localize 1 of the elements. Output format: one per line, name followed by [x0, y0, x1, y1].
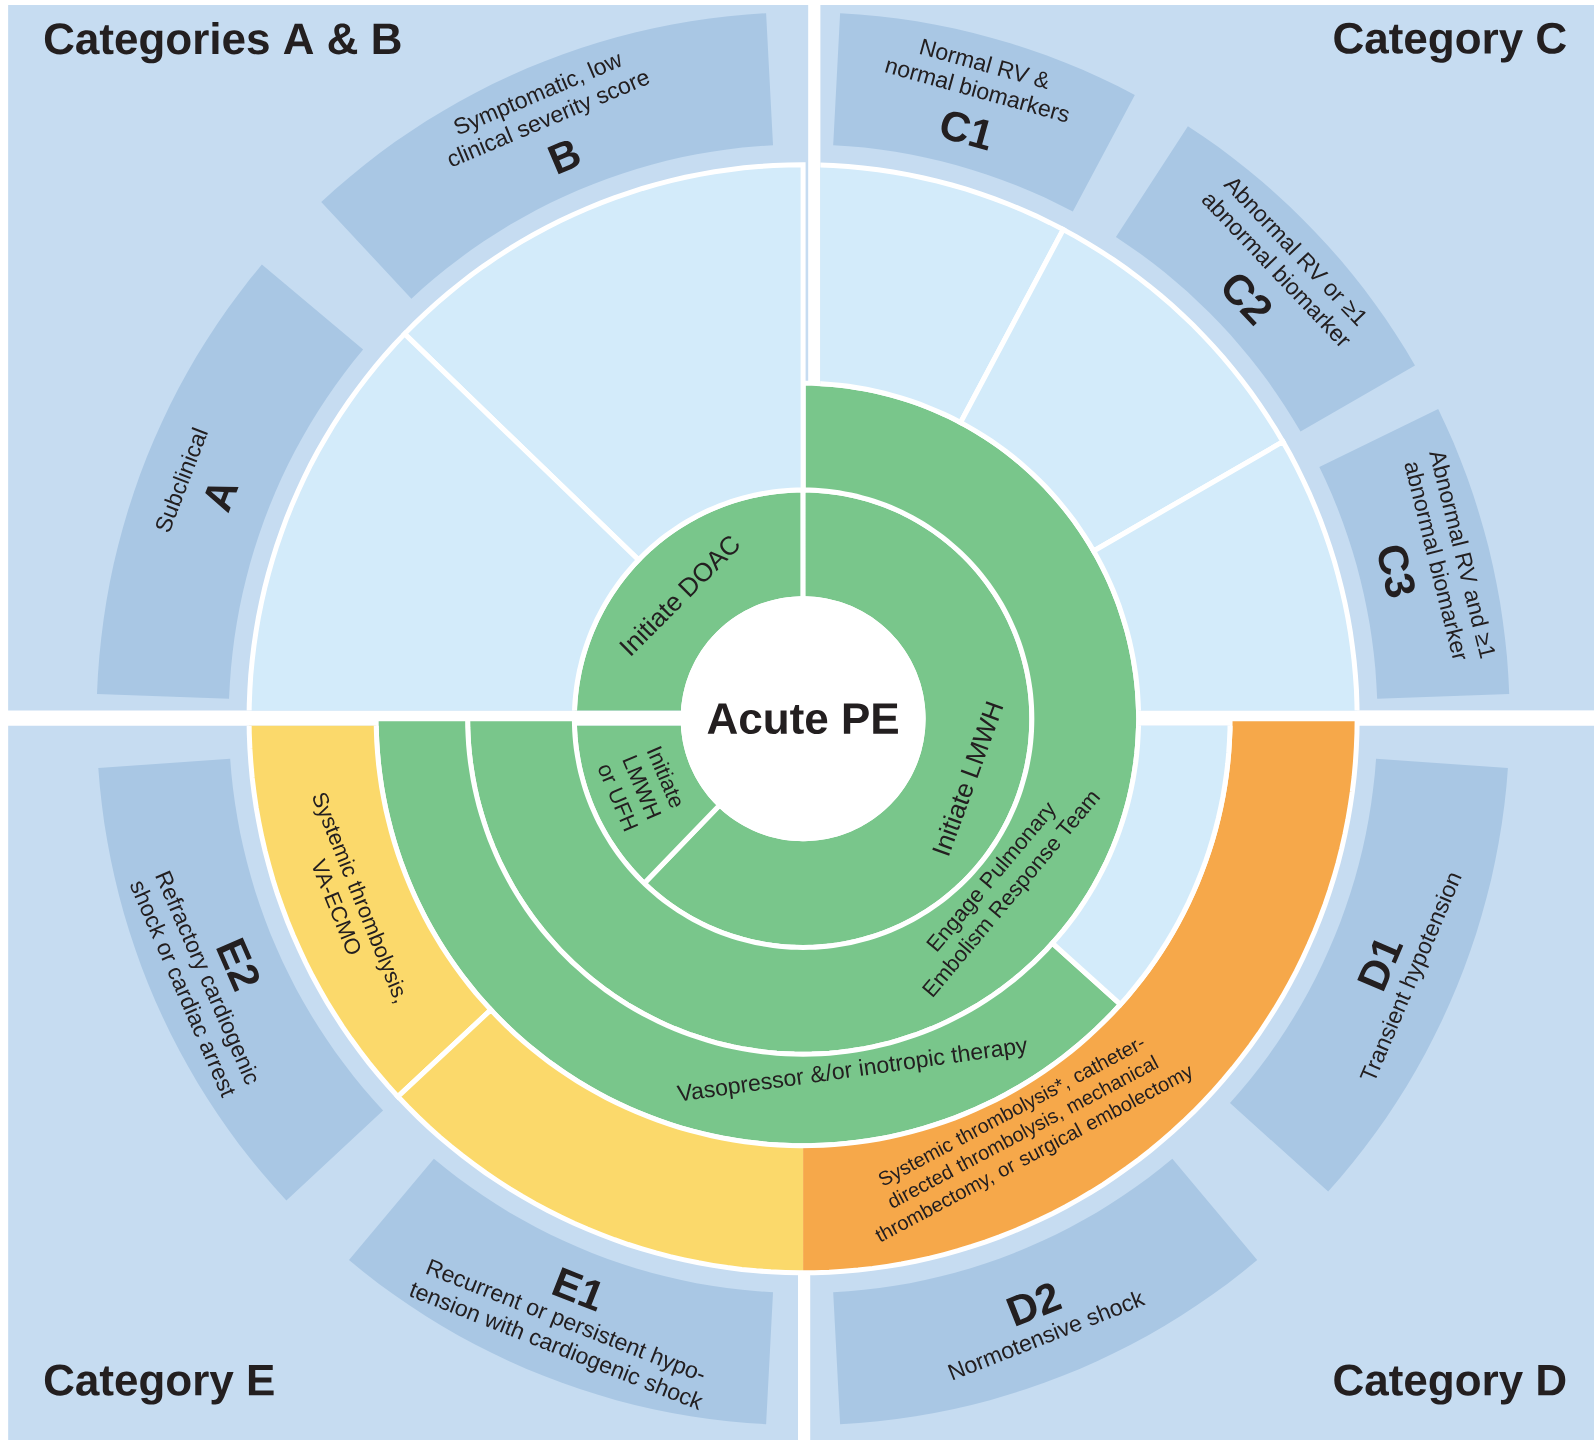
ring-segment	[1090, 438, 1360, 711]
